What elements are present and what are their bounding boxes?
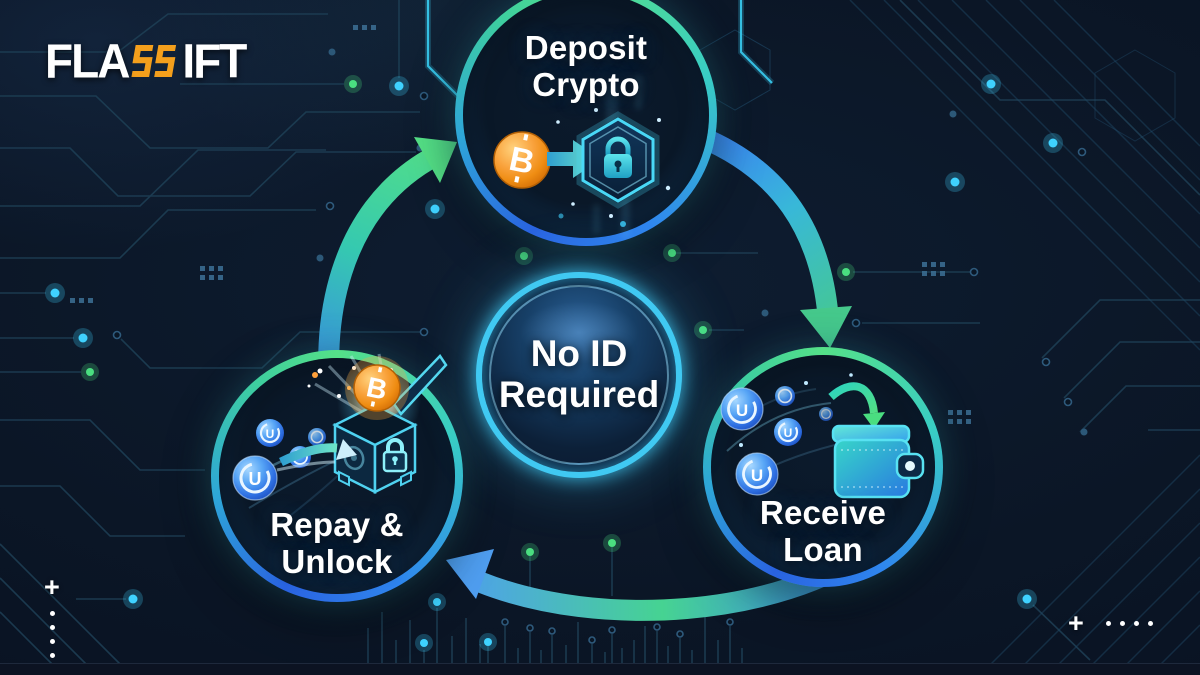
step-circle-receive: U U U bbox=[703, 347, 943, 587]
hexagon-lock-icon bbox=[576, 111, 660, 209]
dots-horizontal bbox=[1105, 621, 1153, 626]
step-repay-label: Repay & Unlock bbox=[270, 506, 404, 580]
arrow-right-icon bbox=[276, 439, 357, 472]
arrow-right-icon bbox=[547, 140, 601, 178]
plus-icon: + bbox=[44, 572, 60, 602]
stablecoin-letter: U bbox=[266, 427, 275, 441]
stablecoin-letter: U bbox=[736, 401, 748, 420]
bright-traces bbox=[425, 0, 775, 99]
stablecoin-coin-icon: U bbox=[774, 418, 802, 446]
plus-icon: + bbox=[1068, 608, 1084, 638]
step-deposit-icons: B bbox=[493, 76, 671, 238]
stablecoin-coin-icon: U bbox=[735, 452, 779, 496]
wallet-icon bbox=[831, 424, 925, 499]
bottom-strip bbox=[0, 663, 1200, 675]
vault-lock bbox=[382, 438, 408, 473]
step-circle-repay: B U U bbox=[211, 350, 463, 602]
curved-arrow-down-icon bbox=[828, 382, 885, 429]
stablecoin-coin-icon: U bbox=[256, 419, 284, 447]
dot bbox=[50, 611, 55, 616]
circuit-node-dots bbox=[45, 25, 1088, 652]
stablecoin-coin-icon: U bbox=[232, 455, 278, 501]
circuit-diagonals bbox=[849, 0, 1200, 675]
stablecoin-letter: U bbox=[751, 466, 763, 485]
glow-dots-green bbox=[81, 75, 855, 561]
stablecoin-coin-icon bbox=[775, 386, 795, 406]
glow-dots-cyan bbox=[45, 74, 1063, 652]
step-circle-deposit: B Deposit Crypto bbox=[455, 0, 717, 246]
dot bbox=[1147, 621, 1153, 626]
dot bbox=[1133, 621, 1139, 626]
sparkle-dots bbox=[739, 373, 853, 447]
bitcoin-coin-icon: B bbox=[493, 131, 551, 189]
center-badge-face: No ID Required bbox=[489, 285, 669, 465]
stablecoin-coin-icon: U bbox=[720, 387, 764, 431]
square-pads bbox=[70, 25, 971, 424]
dot bbox=[50, 639, 55, 644]
logo-lightning-glyph-icon bbox=[131, 44, 177, 78]
dots-vertical bbox=[50, 611, 60, 658]
logo-text-left: FLA bbox=[45, 33, 130, 89]
dot bbox=[50, 653, 55, 658]
step-receive-icons: U U U bbox=[720, 373, 925, 499]
corner-ornament-bottom-left: + bbox=[44, 574, 60, 658]
step-deposit-background bbox=[463, 0, 709, 238]
dot bbox=[1105, 621, 1111, 626]
brand-logo: FLA IFT bbox=[45, 33, 247, 89]
dot bbox=[50, 625, 55, 630]
stablecoin-coin-icon bbox=[308, 428, 326, 446]
dot bbox=[1119, 621, 1125, 626]
center-badge: No ID Required bbox=[476, 272, 682, 478]
stablecoin-coin-icon bbox=[819, 407, 833, 421]
logo-text-right: IFT bbox=[182, 33, 247, 89]
sparkle-dots bbox=[556, 108, 671, 227]
stablecoin-letter: U bbox=[249, 469, 262, 489]
step-receive-label: Receive Loan bbox=[759, 494, 887, 568]
step-deposit-label: Deposit Crypto bbox=[524, 29, 648, 103]
bitcoin-coin-icon: B bbox=[345, 356, 409, 420]
step-repay-icons: B U U bbox=[232, 353, 448, 529]
arrow-deposit-to-receive bbox=[696, 127, 852, 348]
center-badge-label: No ID Required bbox=[498, 333, 660, 415]
stablecoin-letter: U bbox=[784, 426, 793, 440]
corner-ornament-bottom-right: + bbox=[1068, 610, 1153, 637]
